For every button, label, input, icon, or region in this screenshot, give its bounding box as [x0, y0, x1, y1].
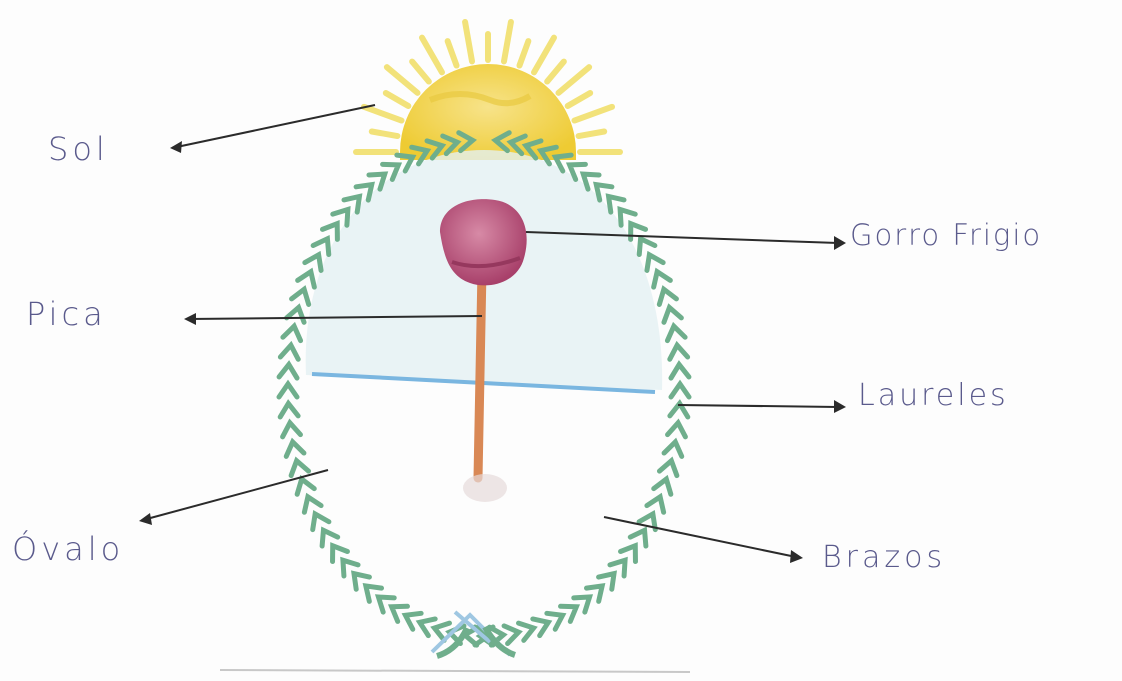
- laurel-leaf: [313, 514, 329, 530]
- label-pica: Pica: [26, 295, 107, 333]
- arrowhead-brazos: [790, 550, 803, 563]
- sun-ray: [547, 62, 564, 82]
- sun-ray: [579, 132, 605, 137]
- laurel-leaf: [647, 255, 663, 271]
- laurel-leaf: [313, 239, 329, 255]
- laurel-leaf: [664, 442, 682, 456]
- laurel-leaf: [664, 307, 681, 322]
- laurel-leaf: [305, 255, 321, 271]
- laurel-leaf: [279, 384, 297, 397]
- sun-ray: [386, 93, 409, 106]
- laurel-leaf: [668, 423, 686, 437]
- laurel-leaf: [283, 326, 301, 340]
- laurel-leaf: [630, 530, 646, 546]
- laurel-leaf: [297, 479, 314, 494]
- leader-line-laureles: [678, 405, 838, 407]
- label-ovalo: Óvalo: [12, 530, 124, 568]
- laurel-leaf: [659, 289, 676, 304]
- label-sol: Sol: [48, 130, 109, 168]
- sun-ray: [574, 107, 612, 121]
- laurel-leaf: [659, 461, 676, 476]
- laurel-leaf: [298, 272, 315, 287]
- laurel-leaf: [654, 479, 671, 494]
- pike-shaft: [478, 270, 482, 478]
- arrowhead-pica: [184, 313, 196, 325]
- sun-ray: [364, 107, 402, 121]
- sun-ray: [422, 38, 442, 73]
- label-brazos: Brazos: [822, 540, 946, 575]
- laurel-leaf: [292, 289, 309, 304]
- sun-ray: [504, 22, 511, 61]
- sun-ray: [372, 132, 398, 137]
- sun-ray: [448, 41, 457, 65]
- clasped-hands: [463, 474, 507, 502]
- leader-line-ovalo: [143, 470, 328, 520]
- laurel-leaf: [647, 497, 664, 512]
- label-gorro-frigio: Gorro Frigio: [850, 218, 1042, 252]
- sun-ray: [534, 38, 554, 73]
- leader-line-sol: [172, 105, 375, 148]
- laurel-leaf: [304, 497, 321, 512]
- pencil-baseline: [220, 670, 690, 672]
- laurel-leaf: [671, 365, 689, 379]
- sun-ray: [568, 93, 591, 106]
- laurel-leaf: [671, 384, 689, 397]
- sun-ray: [519, 41, 528, 65]
- laurel-leaf: [667, 326, 685, 340]
- laurel-leaf: [291, 461, 308, 476]
- laurel-leaf: [670, 345, 688, 359]
- sun-ray: [465, 22, 472, 61]
- laurel-leaf: [279, 365, 297, 379]
- arrowhead-ovalo: [139, 513, 152, 525]
- arrowhead-laureles: [834, 400, 846, 413]
- laurel-leaf: [280, 403, 298, 417]
- arrowhead-sol: [170, 141, 182, 153]
- laurel-leaf: [654, 272, 671, 287]
- sun-ray: [558, 67, 589, 93]
- laurel-leaf: [287, 307, 304, 322]
- laurel-leaf: [322, 224, 337, 240]
- laurel-leaf: [280, 345, 298, 359]
- laurel-leaf: [639, 239, 655, 255]
- sun-ray: [387, 67, 418, 93]
- laurel-leaf: [286, 442, 304, 456]
- arrowhead-gorro: [834, 236, 846, 250]
- label-laureles: Laureles: [858, 378, 1009, 413]
- sun-ray: [412, 62, 429, 82]
- laurel-leaf: [283, 423, 301, 437]
- laurel-leaf: [322, 530, 338, 546]
